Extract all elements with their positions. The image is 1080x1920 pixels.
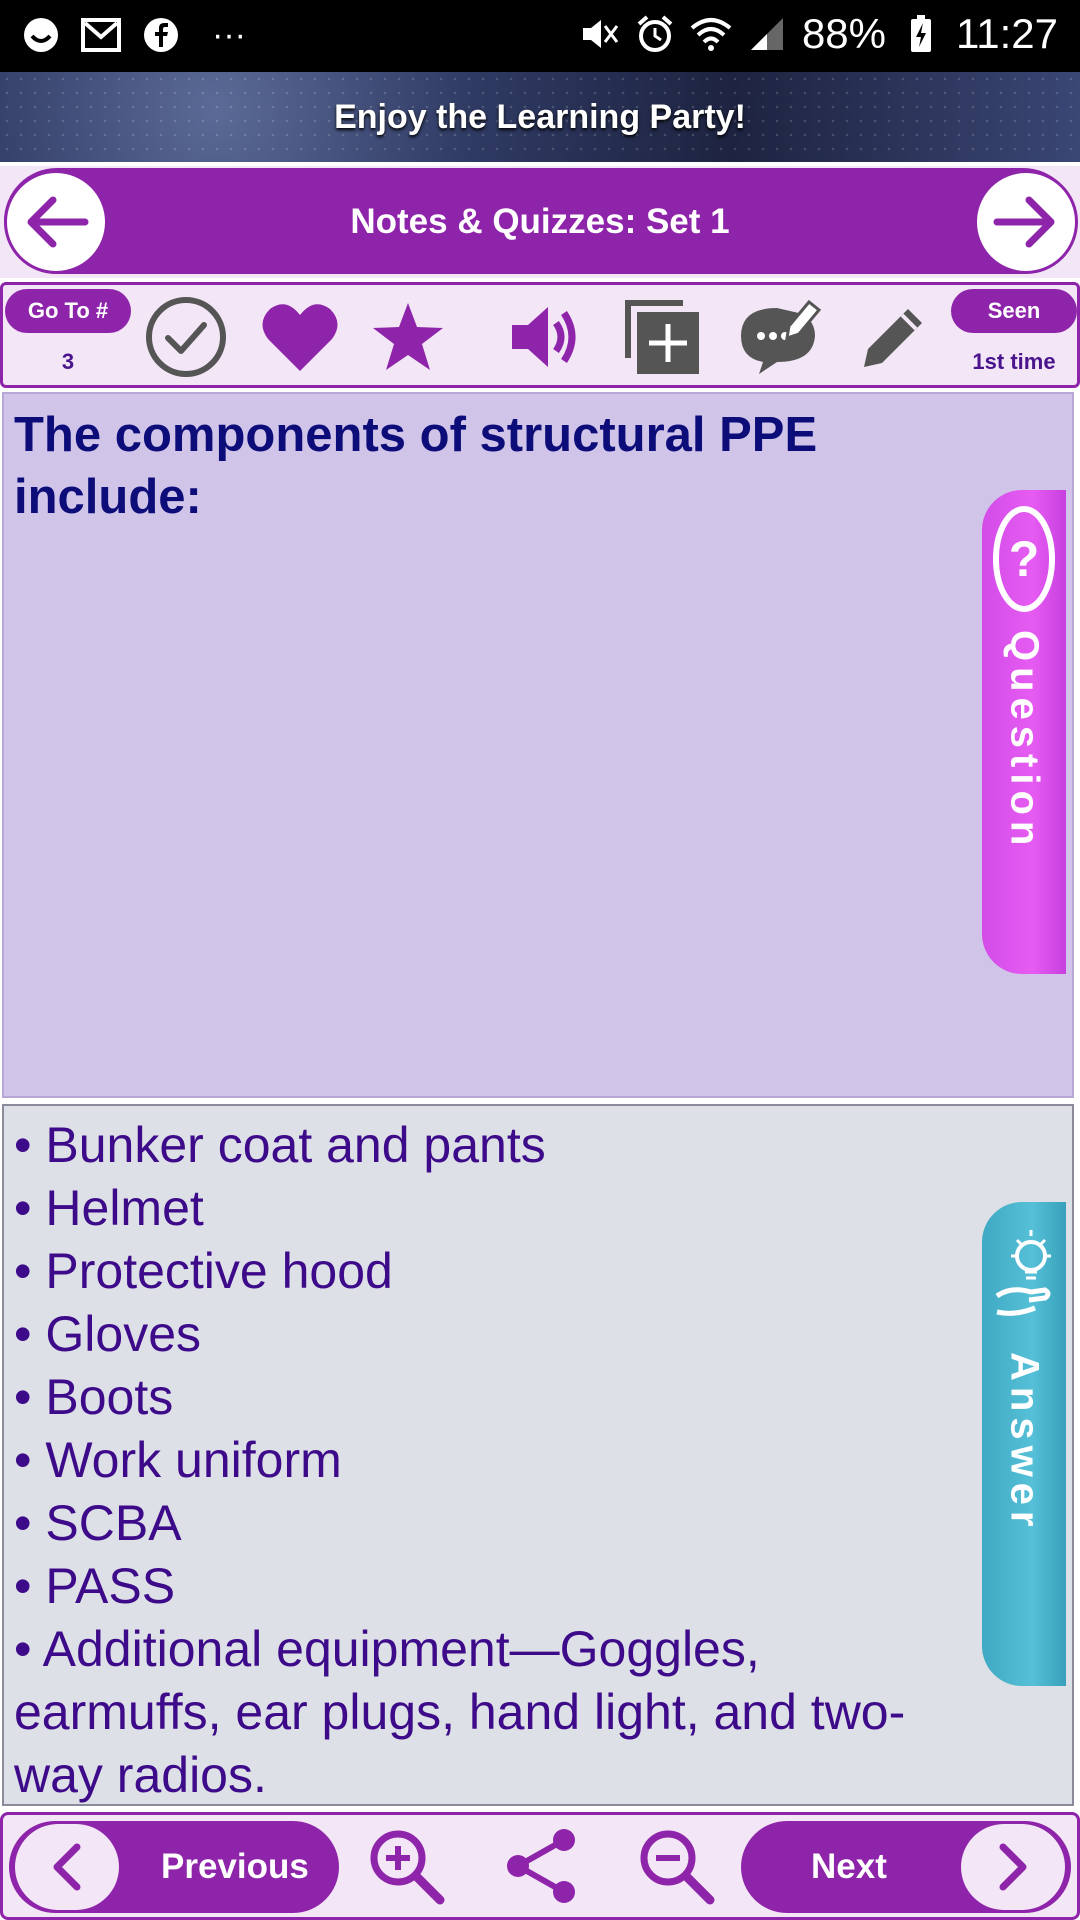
answer-item: • Bunker coat and pants bbox=[14, 1117, 546, 1173]
favorite-button[interactable] bbox=[255, 295, 345, 379]
wifi-icon bbox=[690, 13, 732, 55]
check-circle-icon bbox=[146, 297, 226, 377]
answer-item: • SCBA bbox=[14, 1495, 182, 1551]
question-tab-label: Question bbox=[1002, 630, 1047, 852]
chevron-right-icon bbox=[999, 1843, 1027, 1891]
answer-item: • PASS bbox=[14, 1558, 176, 1614]
heart-icon bbox=[262, 304, 338, 371]
pencil-icon bbox=[864, 309, 922, 367]
star-icon bbox=[373, 303, 443, 370]
answer-item: • Gloves bbox=[14, 1306, 202, 1362]
comment-edit-icon bbox=[741, 299, 822, 374]
zoom-out-icon bbox=[640, 1830, 715, 1905]
question-panel[interactable]: The components of structural PPE include… bbox=[2, 392, 1074, 1098]
answer-list: • Bunker coat and pants • Helmet • Protect… bbox=[14, 1114, 914, 1807]
comment-button[interactable] bbox=[735, 295, 825, 379]
zoom-out-button[interactable] bbox=[631, 1823, 721, 1909]
battery-charging-icon bbox=[900, 13, 942, 55]
back-arrow-button[interactable] bbox=[4, 170, 108, 274]
toolbar: Go To # 3 Seen 1st time bbox=[0, 282, 1080, 388]
bottom-nav-bar: Previous Next bbox=[0, 1812, 1080, 1920]
previous-label: Previous bbox=[161, 1847, 309, 1886]
mark-done-button[interactable] bbox=[141, 295, 231, 379]
more-notifications: ··· bbox=[212, 15, 246, 54]
audio-button[interactable] bbox=[501, 295, 591, 379]
goto-value: 3 bbox=[61, 349, 75, 374]
add-to-collection-button[interactable] bbox=[617, 295, 707, 379]
facebook-icon bbox=[140, 14, 182, 56]
battery-percent: 88% bbox=[801, 10, 886, 57]
seen-label: Seen bbox=[951, 289, 1077, 333]
zoom-in-button[interactable] bbox=[361, 1823, 451, 1909]
gmail-icon bbox=[80, 14, 122, 56]
next-label: Next bbox=[811, 1847, 887, 1886]
title-bar: Notes & Quizzes: Set 1 bbox=[0, 166, 1080, 278]
goto-label: Go To # bbox=[5, 289, 131, 333]
svg-text:?: ? bbox=[1009, 531, 1040, 587]
page-title: Notes & Quizzes: Set 1 bbox=[350, 202, 730, 241]
answer-item: • Work uniform bbox=[14, 1432, 342, 1488]
add-copy-icon bbox=[625, 300, 699, 374]
clock-time: 11:27 bbox=[956, 10, 1058, 57]
chevron-left-icon bbox=[53, 1843, 81, 1891]
status-bar: ··· 88% 11:27 bbox=[0, 0, 1080, 72]
answer-item: • Protective hood bbox=[14, 1243, 393, 1299]
answer-item: • Boots bbox=[14, 1369, 174, 1425]
signal-icon bbox=[746, 13, 788, 55]
title-bar-background bbox=[4, 168, 1076, 274]
previous-chevron bbox=[15, 1824, 119, 1910]
next-chevron bbox=[961, 1824, 1065, 1910]
question-text: The components of structural PPE include… bbox=[14, 408, 818, 524]
share-icon bbox=[507, 1829, 575, 1903]
next-button[interactable]: Next bbox=[741, 1821, 1071, 1913]
arrow-left-icon bbox=[27, 196, 89, 248]
question-tab[interactable]: ? Question bbox=[982, 490, 1066, 974]
previous-button[interactable]: Previous bbox=[9, 1821, 339, 1913]
banner-text: Enjoy the Learning Party! bbox=[334, 97, 746, 136]
seen-value: 1st time bbox=[972, 349, 1056, 374]
lightbulb-hand-icon bbox=[995, 1230, 1051, 1316]
star-button[interactable] bbox=[363, 295, 453, 379]
answer-item: • Helmet bbox=[14, 1180, 204, 1236]
banner: Enjoy the Learning Party! bbox=[0, 72, 1080, 162]
goto-control[interactable]: Go To # 3 bbox=[3, 285, 133, 385]
answer-item: • Additional equipment—Goggles, earmuffs… bbox=[14, 1621, 906, 1803]
seen-indicator: Seen 1st time bbox=[949, 285, 1079, 385]
forward-arrow-button[interactable] bbox=[974, 170, 1078, 274]
answer-panel[interactable]: • Bunker coat and pants • Helmet • Protect… bbox=[2, 1104, 1074, 1806]
arrow-right-icon bbox=[993, 196, 1055, 248]
mute-icon bbox=[578, 13, 620, 55]
alarm-icon bbox=[634, 13, 676, 55]
zoom-in-icon bbox=[370, 1830, 445, 1905]
question-mark-icon: ? bbox=[993, 506, 1055, 612]
smiley-icon bbox=[20, 14, 62, 56]
edit-note-button[interactable] bbox=[849, 295, 939, 379]
share-button[interactable] bbox=[497, 1823, 587, 1909]
speaker-icon bbox=[512, 307, 576, 367]
answer-tab-label: Answer bbox=[1002, 1352, 1047, 1533]
answer-tab[interactable]: Answer bbox=[982, 1202, 1066, 1686]
